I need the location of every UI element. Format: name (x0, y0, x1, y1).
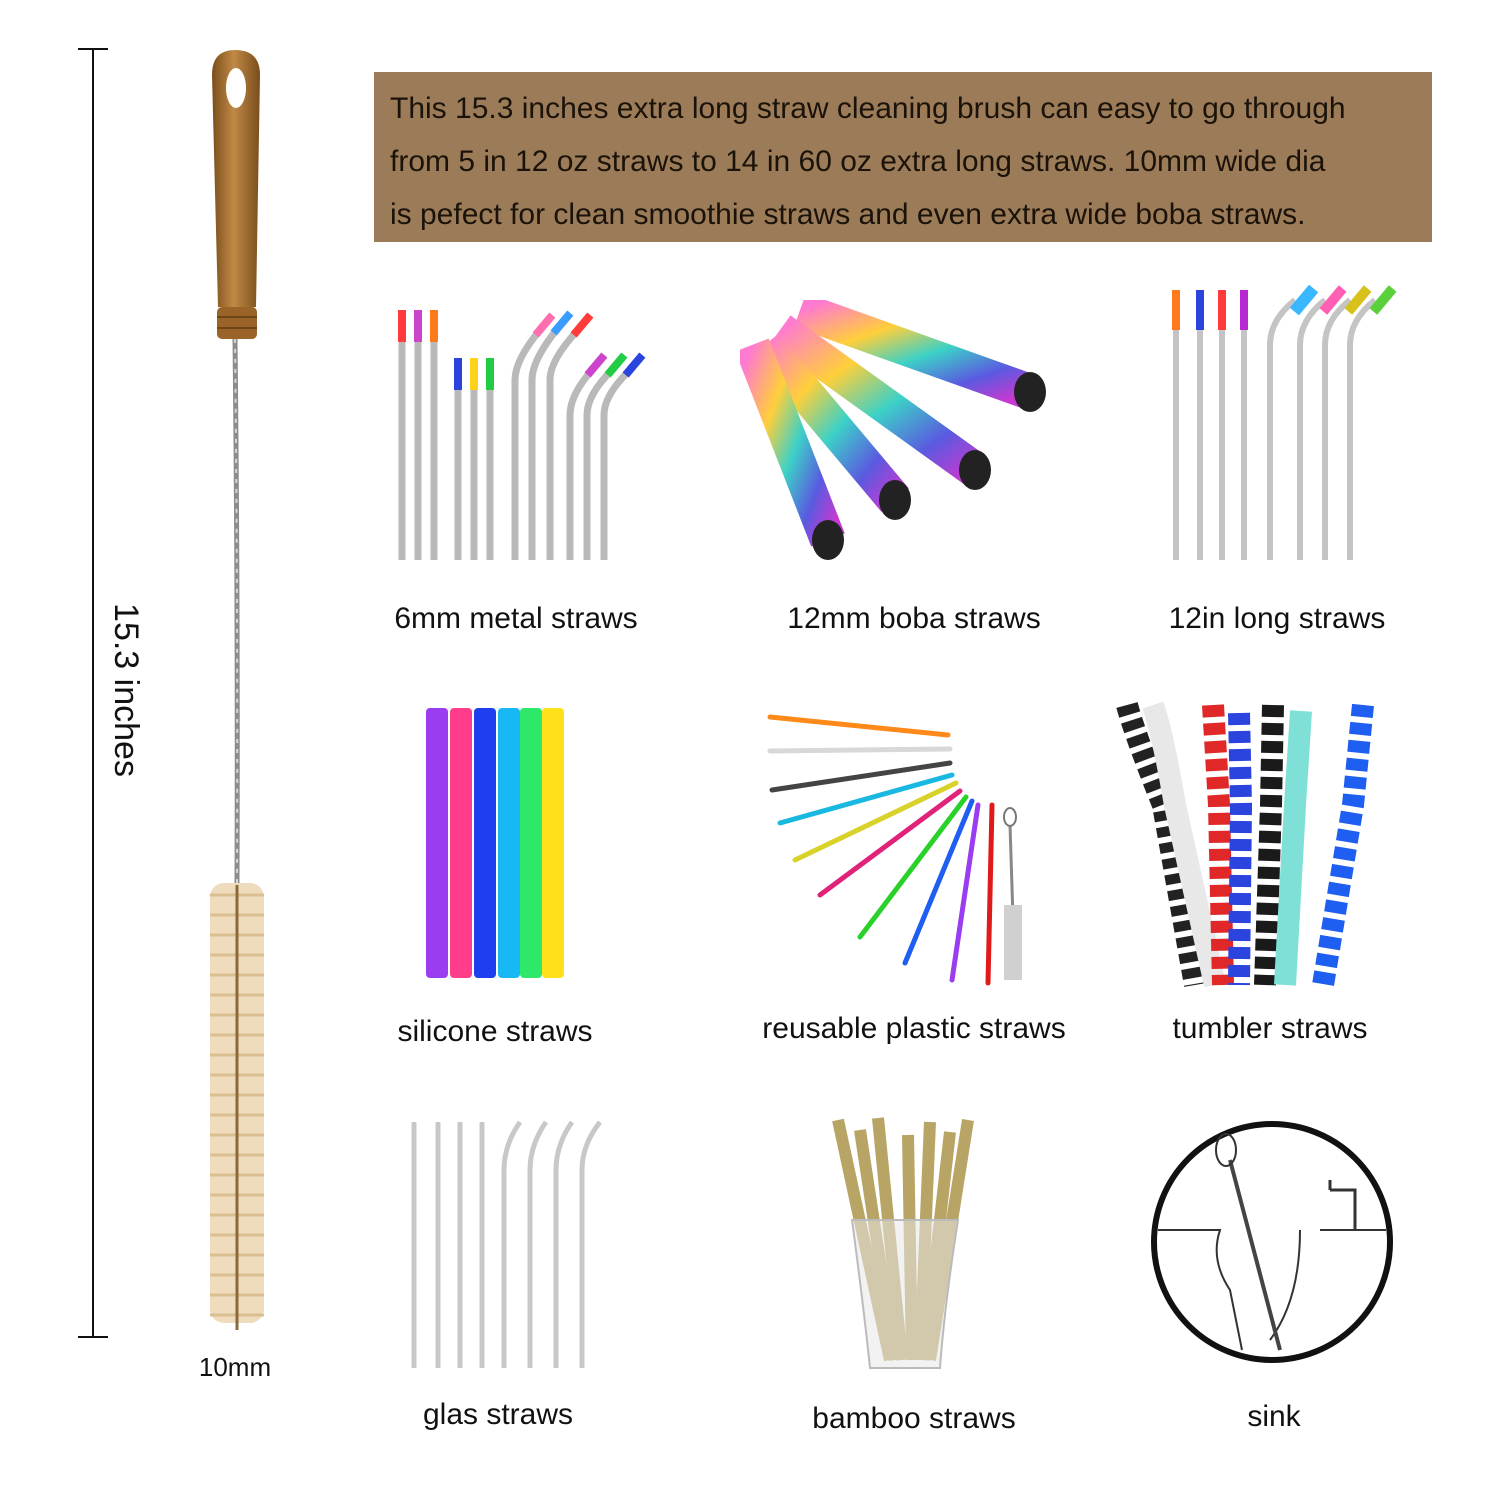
long-straws-icon (1172, 285, 1397, 560)
bamboo-straws-icon (832, 1117, 974, 1369)
straw-label-glass: glas straws (422, 1398, 574, 1431)
boba-straws-icon (740, 300, 1046, 560)
silicone-straws-icon (426, 708, 564, 978)
banner-line-3: is pefect for clean smoothie straws and … (390, 198, 1306, 231)
straw-label-silicone: silicone straws (397, 1015, 593, 1048)
measure-top-tick (78, 48, 108, 50)
straw-label-sink: sink (1247, 1400, 1301, 1433)
banner-line-1: This 15.3 inches extra long straw cleani… (390, 92, 1346, 125)
straw-label-long: 12in long straws (1168, 602, 1386, 635)
glass-straws-icon (411, 1120, 602, 1368)
description-banner: This 15.3 inches extra long straw cleani… (374, 72, 1432, 242)
banner-line-2: from 5 in 12 oz straws to 14 in 60 oz ex… (390, 145, 1326, 178)
straw-label-boba: 12mm boba straws (787, 602, 1041, 635)
measure-bottom-tick (78, 1336, 108, 1338)
straw-label-bamboo: bamboo straws (812, 1402, 1016, 1435)
straw-label-metal: 6mm metal straws (394, 602, 638, 635)
brush-width-label: 10mm (198, 1352, 272, 1382)
straw-label-tumbler: tumbler straws (1172, 1012, 1368, 1045)
length-label: 15.3 inches (106, 590, 146, 790)
tumbler-straws-icon (1116, 701, 1374, 988)
plastic-straws-icon (767, 714, 1022, 986)
straw-label-plastic: reusable plastic straws (762, 1012, 1066, 1045)
sink-icon (1151, 1121, 1393, 1363)
cleaning-brush-icon (210, 50, 264, 1330)
metal-straws-icon (398, 310, 646, 560)
length-measure-line (92, 48, 94, 1338)
